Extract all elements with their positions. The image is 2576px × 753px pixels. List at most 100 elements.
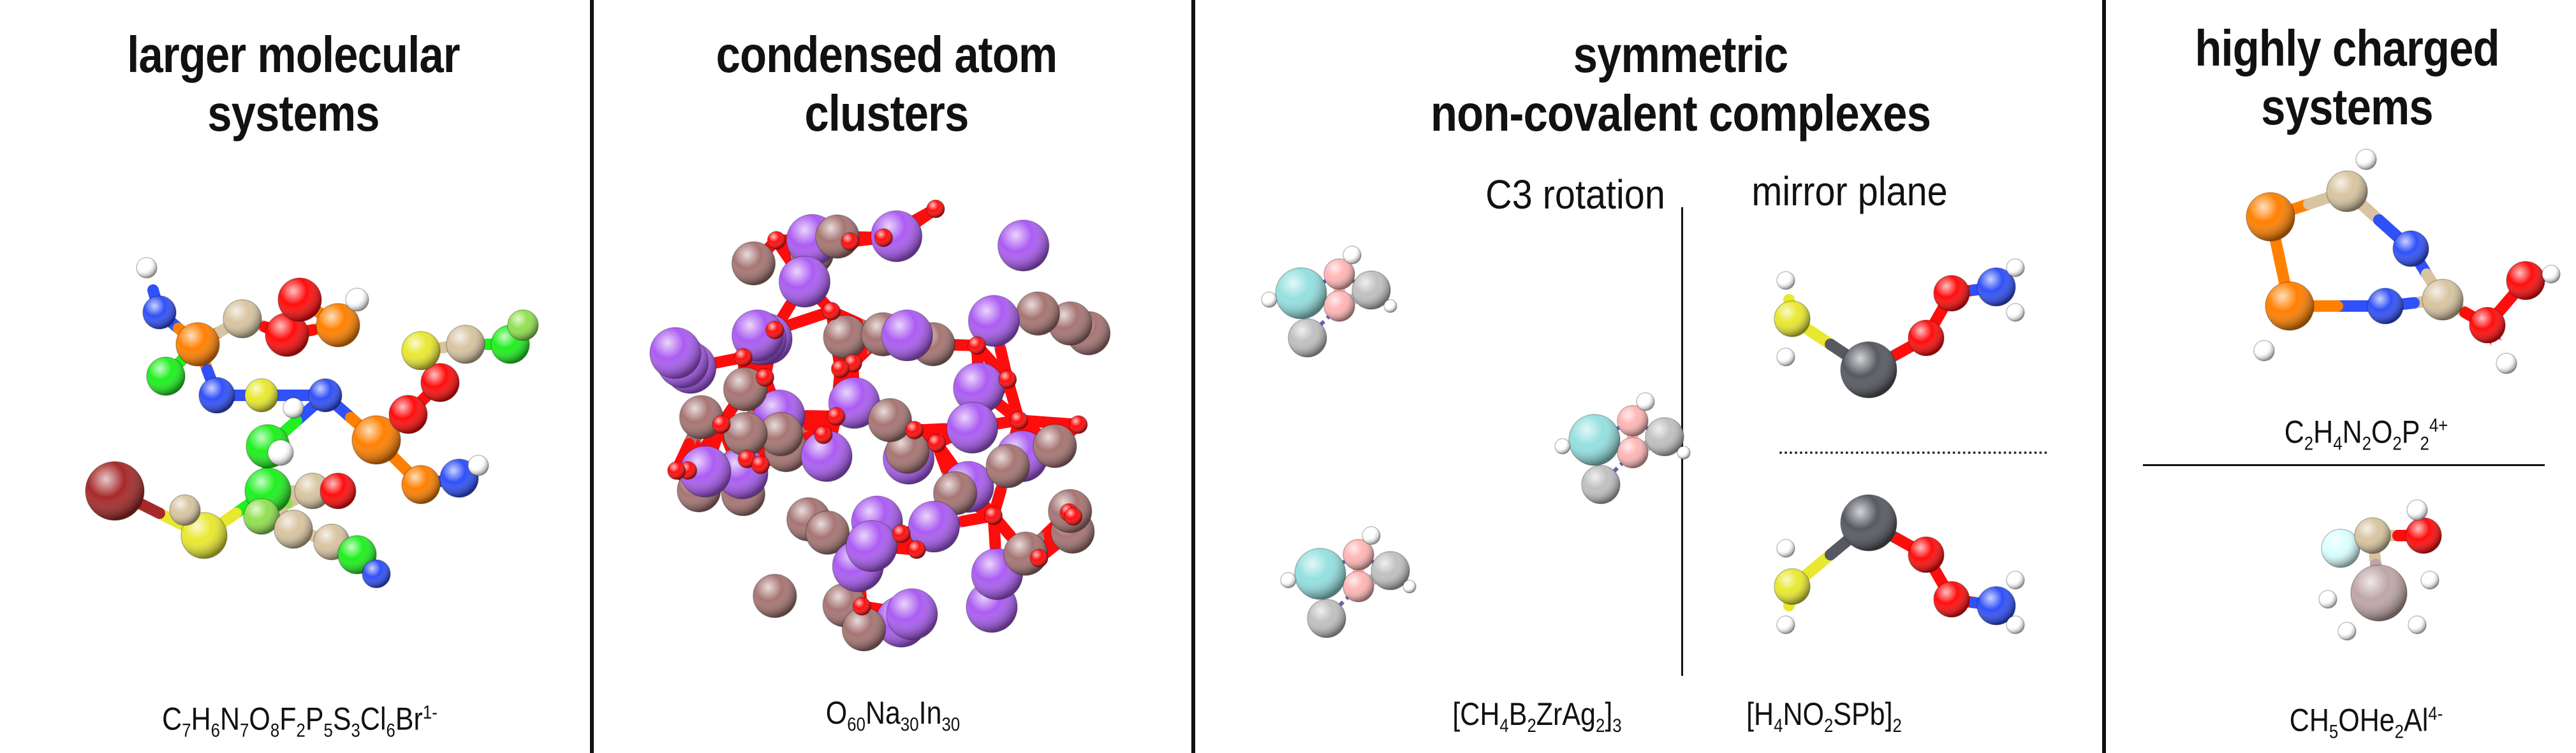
atom-shading — [1841, 495, 1897, 551]
atom-shading — [2356, 149, 2376, 170]
formula-c3-complex: [CH4B2ZrAg2]3 — [1452, 696, 1622, 736]
atom-shading — [274, 510, 313, 548]
mirror-plane-complex — [1774, 258, 2025, 634]
atom-shading — [2338, 622, 2356, 640]
atom-shading — [1977, 587, 2015, 625]
formula-charged-top: C2H4N2O2P24+ — [2284, 414, 2448, 455]
atom-shading — [1262, 292, 1277, 307]
atom-shading — [2407, 500, 2427, 520]
atom-shading — [1069, 415, 1087, 434]
atom-shading — [1288, 319, 1327, 357]
atom-shading — [2542, 265, 2560, 283]
atom-shading — [147, 357, 185, 395]
atom-shading — [2406, 518, 2441, 553]
atom-shading — [283, 398, 304, 418]
atom-shading — [841, 232, 859, 251]
atom-shading — [765, 321, 784, 339]
atom-shading — [1908, 320, 1944, 356]
atom-shading — [320, 473, 356, 509]
atom-shading — [362, 560, 390, 588]
atom-shading — [402, 465, 440, 504]
atom-shading — [2006, 571, 2024, 589]
label-mirror-plane: mirror plane — [1751, 168, 1948, 214]
atom-shading — [352, 416, 401, 464]
formula-charged-bottom: CH5OHe2Al4- — [2289, 702, 2443, 743]
atom-shading — [779, 256, 830, 307]
atom-shading — [245, 379, 278, 412]
panel-divider-2 — [1191, 0, 1195, 753]
atom-shading — [346, 288, 369, 311]
atom-shading — [1582, 465, 1620, 504]
atom-shading — [1343, 571, 1374, 602]
atom-shading — [723, 367, 767, 411]
atom-shading — [1841, 342, 1897, 398]
atom-shading — [85, 462, 144, 520]
atom-shading — [885, 430, 929, 474]
atom-shading — [1403, 580, 1416, 593]
atom-shading — [756, 368, 774, 386]
atom-shading — [1777, 539, 1795, 557]
atom-shading — [1343, 539, 1374, 570]
atom-shading — [295, 473, 330, 509]
atom-shading — [1362, 527, 1380, 545]
highly-charged-separator — [2143, 464, 2545, 466]
atom-shading — [842, 608, 886, 652]
atom-shading — [712, 415, 730, 434]
atom-shading — [2367, 288, 2403, 324]
atom-shading — [278, 278, 321, 321]
atom-shading — [968, 336, 986, 355]
atom-shading — [170, 495, 200, 525]
atom-shading — [667, 462, 686, 480]
panel-title-highly-charged: highly charged systems — [2195, 20, 2499, 135]
atom-shading — [1033, 424, 1077, 468]
atom-shading — [1343, 246, 1361, 264]
atom-shading — [801, 430, 853, 482]
atom-shading — [2265, 282, 2314, 330]
atom-shading — [268, 440, 293, 465]
atom-shading — [2408, 616, 2426, 634]
atom-shading — [1777, 616, 1795, 634]
atom-shading — [1934, 275, 1969, 311]
atom-shading — [753, 574, 797, 618]
atom-shading — [1324, 259, 1355, 289]
atom-shading — [143, 296, 176, 329]
atom-shading — [814, 425, 832, 444]
atom-shading — [1617, 437, 1648, 468]
atom-shading — [827, 407, 846, 425]
panel-divider-3 — [2102, 0, 2106, 753]
atom-shading — [2393, 231, 2429, 267]
formula-mirror-complex: [H4NO2SPb]2 — [1746, 696, 1902, 736]
atom-shading — [1352, 271, 1390, 309]
atom-shading — [1677, 446, 1690, 459]
atom-shading — [846, 520, 897, 572]
atom-shading — [2496, 353, 2517, 374]
atom-shading — [2322, 529, 2360, 567]
atom-shading — [2254, 340, 2274, 361]
atom-shading — [908, 541, 926, 559]
atom-shading — [868, 398, 912, 442]
atom-shading — [853, 597, 871, 615]
atom-shading — [1016, 291, 1060, 335]
atom-shading — [998, 370, 1017, 389]
atom-shading — [892, 525, 911, 543]
atom-shading — [1774, 301, 1810, 337]
atom-shading — [881, 310, 933, 362]
atom-shading — [2351, 565, 2407, 621]
atom-shading — [831, 360, 850, 378]
atom-shading — [871, 210, 922, 262]
atom-shading — [806, 511, 850, 555]
atom-shading — [1030, 549, 1049, 567]
atom-shading — [823, 315, 867, 359]
atom-shading — [679, 446, 731, 497]
atom-shading — [732, 242, 776, 286]
atom-shading — [468, 455, 489, 476]
atom-shading — [2355, 518, 2390, 553]
atom-shading — [309, 379, 342, 412]
atom-shading — [1777, 348, 1795, 366]
atom-shading — [734, 348, 753, 367]
panel-divider-1 — [590, 0, 594, 753]
atom-shading — [649, 327, 701, 379]
atom-shading — [1774, 569, 1810, 604]
atom-shading — [908, 501, 960, 552]
atom-shading — [1645, 418, 1684, 456]
